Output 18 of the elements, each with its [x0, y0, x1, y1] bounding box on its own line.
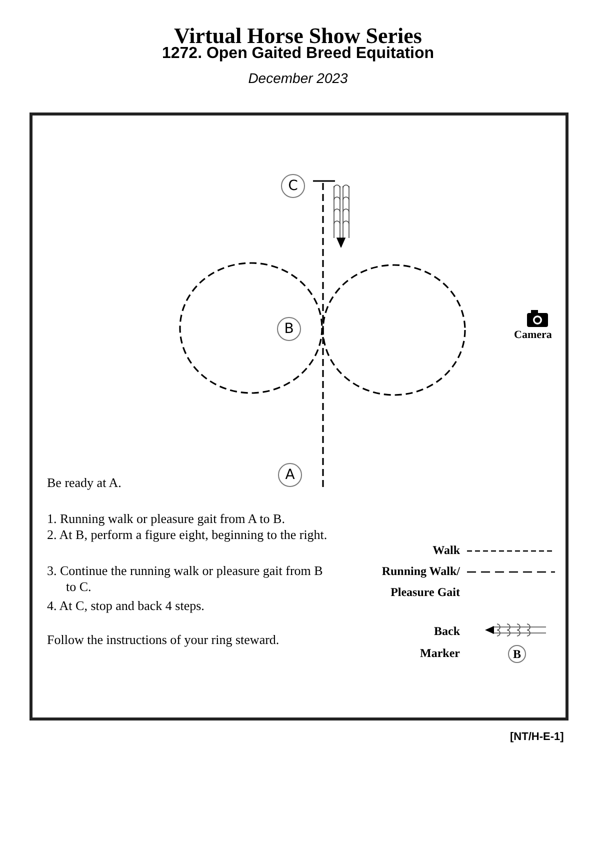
legend-label: Marker: [419, 645, 460, 662]
step-text: 3. Continue the running walk or pleasure gait from B to C.: [47, 563, 324, 595]
step-text: 4. At C, stop and back 4 steps.: [47, 598, 206, 614]
instruction-text: Follow the instructions of your ring steward.: [47, 632, 280, 648]
marker-circle: B: [277, 317, 301, 341]
marker-circle: C: [281, 174, 305, 198]
subtitle: 1272. Open Gaited Breed Equitation: [160, 45, 436, 63]
step-text: 2. At B, perform a figure eight, beginning to the right.: [47, 527, 328, 543]
camera-label: Camera: [514, 329, 552, 341]
legend-label: Walk: [432, 542, 460, 559]
pattern-code: [NT/H-E-1]: [510, 731, 564, 743]
date: December 2023: [247, 70, 349, 86]
legend-label: Back: [432, 623, 460, 640]
instruction-text: Be ready at A.: [47, 475, 122, 491]
marker-circle: A: [278, 463, 302, 487]
step-text: 1. Running walk or pleasure gait from A to B.: [47, 511, 286, 527]
marker-circle: B: [508, 645, 526, 663]
legend-label: Running Walk/ Pleasure Gait: [380, 563, 460, 601]
